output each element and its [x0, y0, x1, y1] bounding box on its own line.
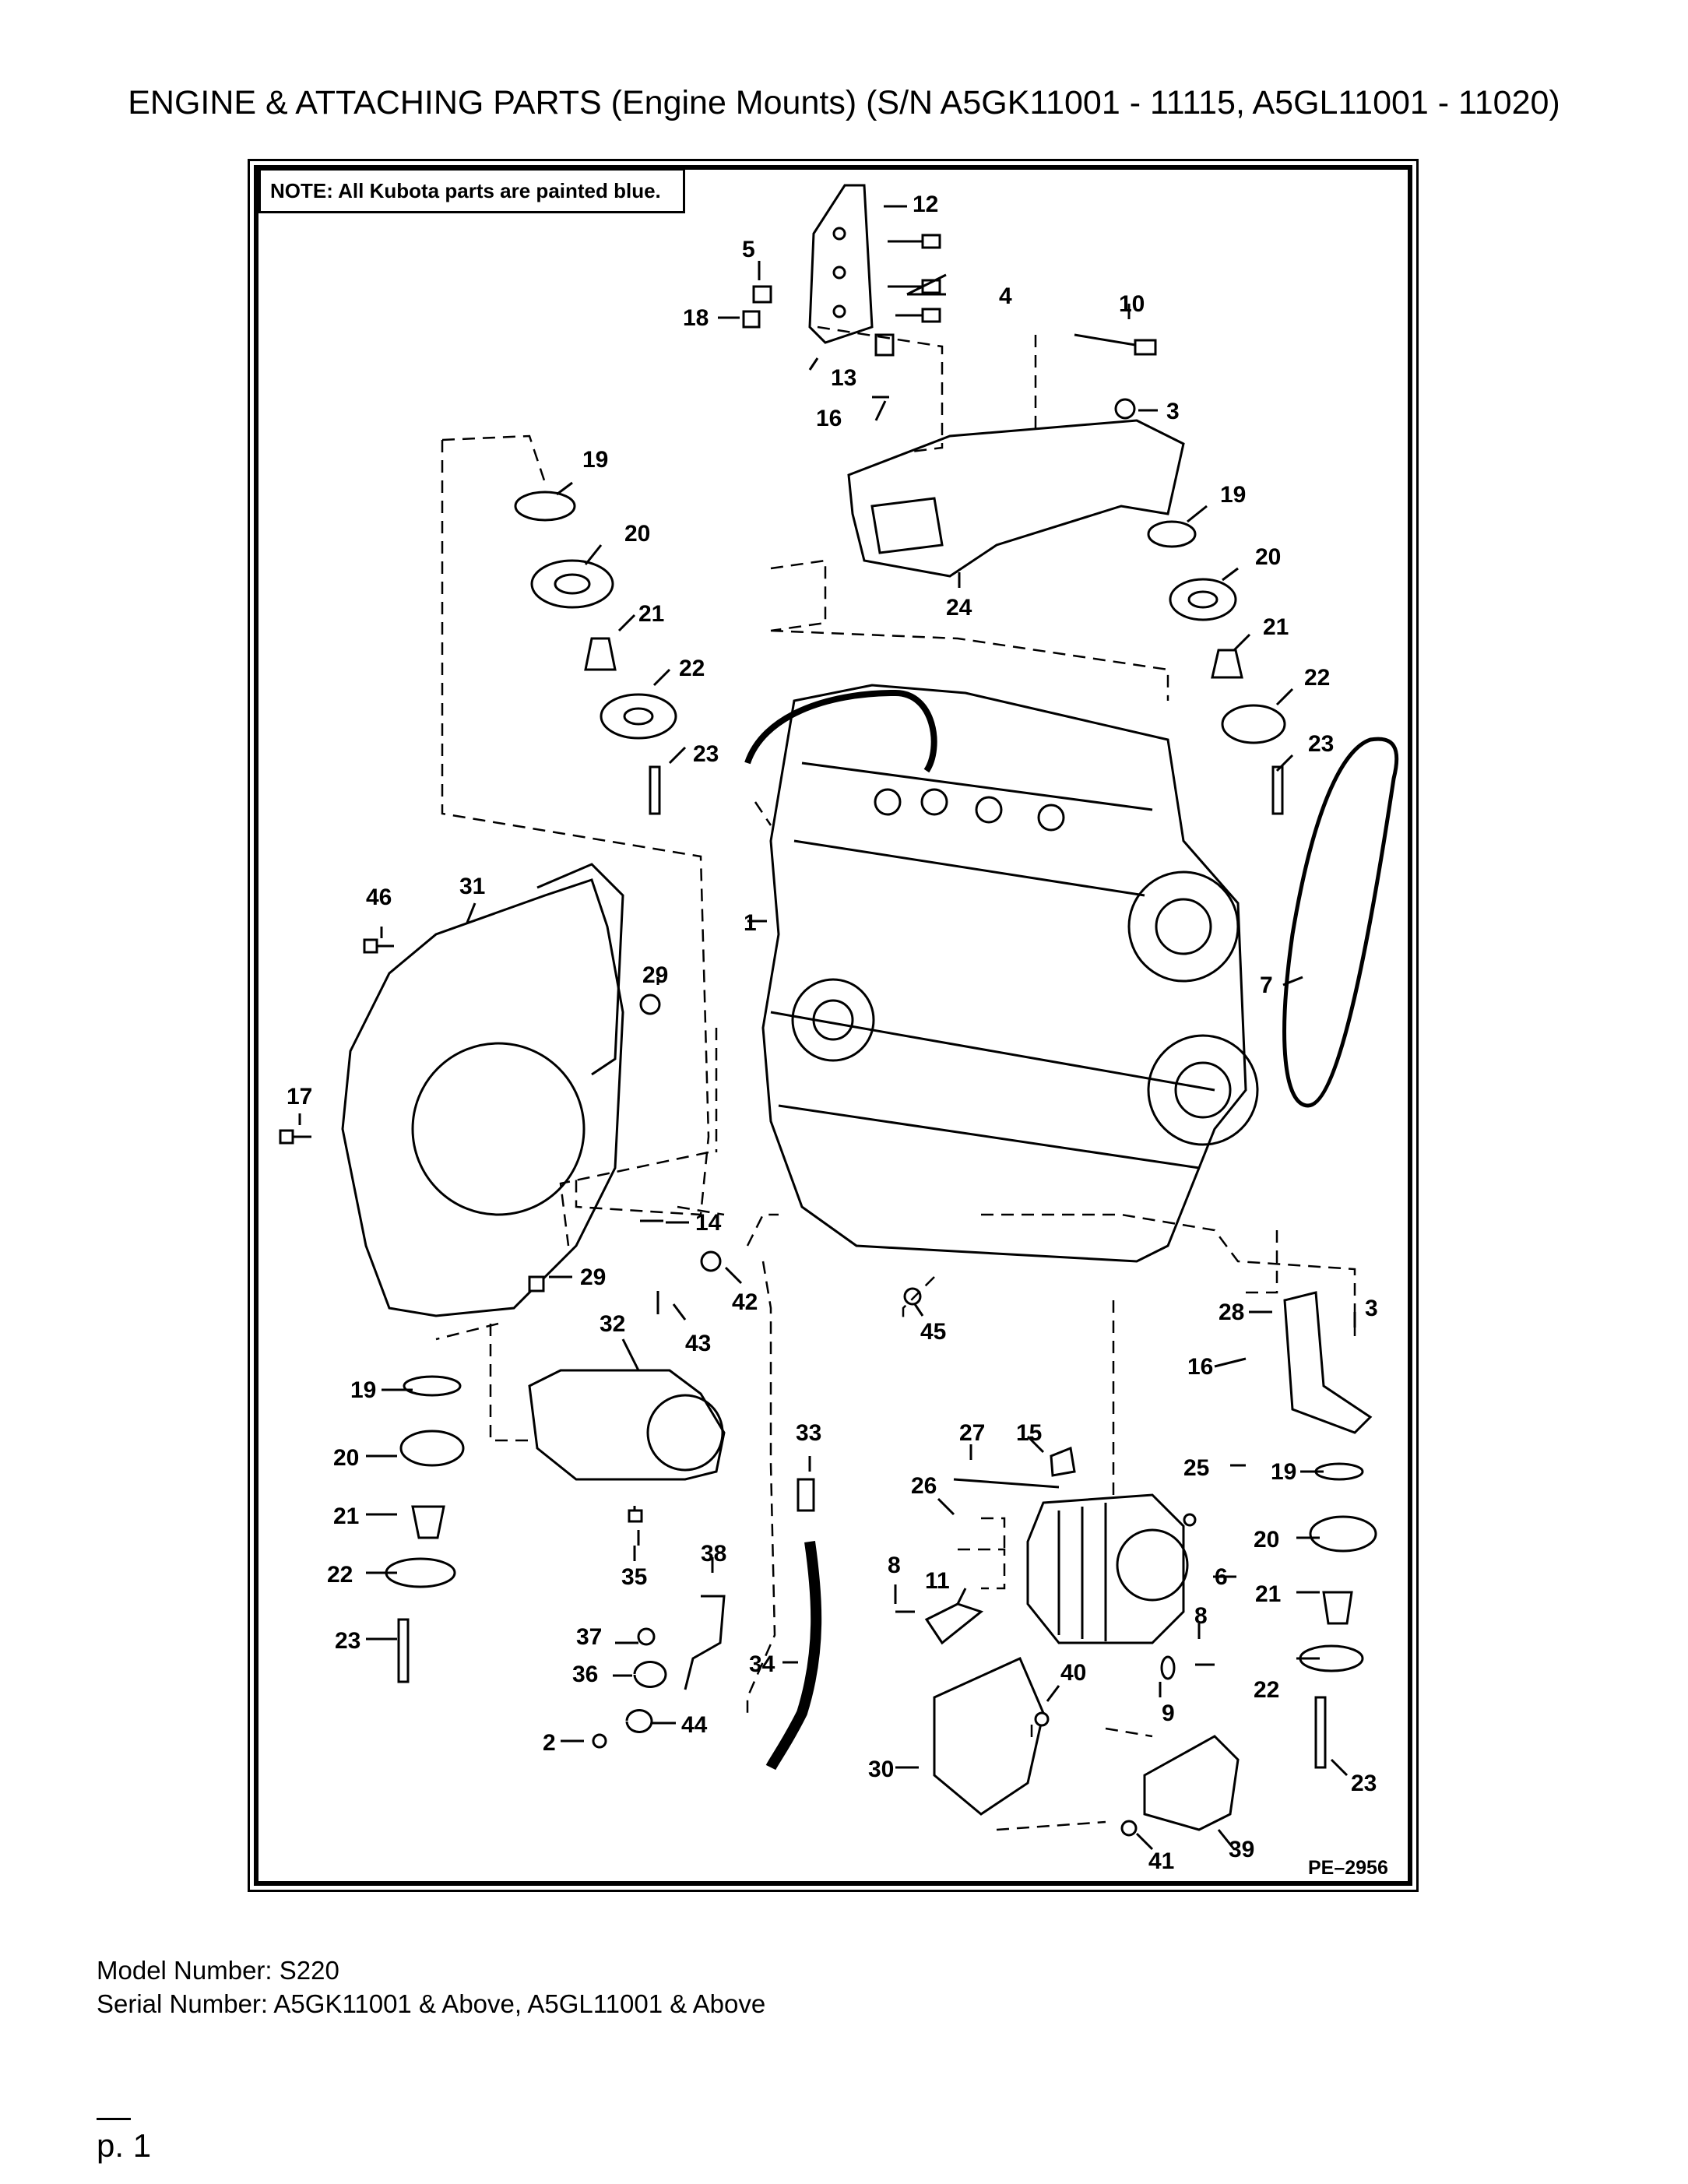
callout-3-right: 3 — [1365, 1296, 1378, 1321]
callout-26: 26 — [911, 1473, 937, 1499]
engine-mount-bracket — [808, 184, 874, 344]
diagram-frame — [254, 165, 1412, 1886]
callout-15: 15 — [1016, 1420, 1042, 1446]
callout-8-left: 8 — [888, 1553, 901, 1578]
callout-35: 35 — [621, 1564, 647, 1590]
alternator-shield — [933, 1657, 1045, 1816]
callout-44: 44 — [681, 1712, 708, 1738]
serial-number: Serial Number: A5GK11001 & Above, A5GL11… — [97, 1989, 766, 2018]
callout-19-b: 19 — [1220, 482, 1246, 508]
callout-7: 7 — [1260, 972, 1273, 998]
starter-motor — [528, 1369, 726, 1481]
model-number: Model Number: S220 — [97, 1956, 339, 1985]
callout-1: 1 — [744, 910, 757, 936]
callout-32: 32 — [600, 1311, 625, 1337]
callout-31: 31 — [459, 874, 485, 899]
callout-17: 17 — [287, 1084, 312, 1110]
callout-42: 42 — [732, 1289, 758, 1315]
isolator-washer-19 — [514, 491, 576, 522]
callout-20-d: 20 — [1254, 1527, 1279, 1553]
callout-41: 41 — [1148, 1848, 1174, 1874]
callout-4: 4 — [999, 283, 1012, 309]
callout-29-lower: 29 — [580, 1264, 606, 1290]
callout-22-b: 22 — [1304, 665, 1330, 691]
callout-13: 13 — [831, 365, 856, 391]
callout-21-a: 21 — [638, 601, 664, 627]
callout-28: 28 — [1219, 1299, 1244, 1325]
callout-3-top: 3 — [1166, 399, 1180, 424]
callout-10: 10 — [1119, 291, 1145, 317]
callout-16-top: 16 — [816, 406, 842, 431]
engine-support-bracket — [847, 419, 1185, 578]
engine-block — [761, 684, 1247, 1263]
callout-23-b: 23 — [1308, 731, 1334, 757]
page-title: ENGINE & ATTACHING PARTS (Engine Mounts)… — [128, 84, 1560, 121]
callout-21-d: 21 — [1255, 1581, 1281, 1607]
callout-20-a: 20 — [624, 521, 650, 547]
callout-19-d: 19 — [1271, 1459, 1296, 1485]
callout-11: 11 — [925, 1568, 950, 1594]
callout-37: 37 — [576, 1624, 602, 1650]
callout-27: 27 — [959, 1420, 985, 1446]
callout-23-a: 23 — [693, 741, 719, 767]
callout-39: 39 — [1229, 1837, 1254, 1862]
callout-8-right: 8 — [1194, 1603, 1208, 1629]
page-number: p. 1 — [97, 2127, 152, 2164]
callout-33: 33 — [796, 1420, 821, 1446]
callout-21-c: 21 — [333, 1503, 359, 1529]
callout-20-c: 20 — [333, 1445, 359, 1471]
callout-38: 38 — [701, 1541, 726, 1567]
note-text: All Kubota parts are painted blue. — [338, 179, 661, 202]
callout-2: 2 — [543, 1730, 556, 1756]
callout-36: 36 — [572, 1662, 598, 1687]
callout-19-a: 19 — [582, 447, 608, 473]
callout-16-right: 16 — [1187, 1354, 1213, 1380]
callout-23-c: 23 — [335, 1628, 360, 1654]
callout-25: 25 — [1183, 1455, 1209, 1481]
isolator-22 — [600, 693, 677, 740]
callout-29-upper: 29 — [642, 962, 668, 988]
flywheel-housing — [341, 878, 624, 1317]
callout-21-b: 21 — [1263, 614, 1289, 640]
callout-22-d: 22 — [1254, 1677, 1279, 1703]
isolator-20 — [530, 559, 614, 609]
callout-22-c: 22 — [327, 1562, 353, 1588]
callout-43: 43 — [685, 1331, 711, 1356]
callout-9: 9 — [1162, 1700, 1175, 1726]
figure-reference: PE–2956 — [1308, 1857, 1388, 1879]
fuel-hose — [765, 1541, 822, 1771]
callout-6: 6 — [1215, 1564, 1228, 1590]
mount-bracket-28 — [1283, 1291, 1373, 1434]
callout-45: 45 — [920, 1319, 946, 1345]
note-box: NOTE: All Kubota parts are painted blue. — [258, 168, 685, 213]
callout-34: 34 — [749, 1651, 775, 1677]
callout-5: 5 — [742, 237, 755, 262]
callout-23-d: 23 — [1351, 1771, 1377, 1796]
callout-24: 24 — [946, 595, 972, 621]
callout-12: 12 — [913, 192, 938, 217]
page-number-rule — [97, 2118, 131, 2120]
callout-14: 14 — [695, 1210, 722, 1236]
callout-46: 46 — [366, 885, 392, 910]
callout-19-c: 19 — [350, 1377, 376, 1403]
callout-30: 30 — [868, 1757, 894, 1782]
callout-40: 40 — [1060, 1660, 1086, 1686]
drive-belt — [1282, 737, 1399, 1108]
belt-guard — [1143, 1735, 1240, 1831]
callout-22-a: 22 — [679, 656, 705, 681]
note-label: NOTE: — [270, 179, 333, 202]
callout-20-b: 20 — [1255, 544, 1281, 570]
callout-18: 18 — [683, 305, 709, 331]
diagram-frame-outer — [248, 159, 1419, 1892]
